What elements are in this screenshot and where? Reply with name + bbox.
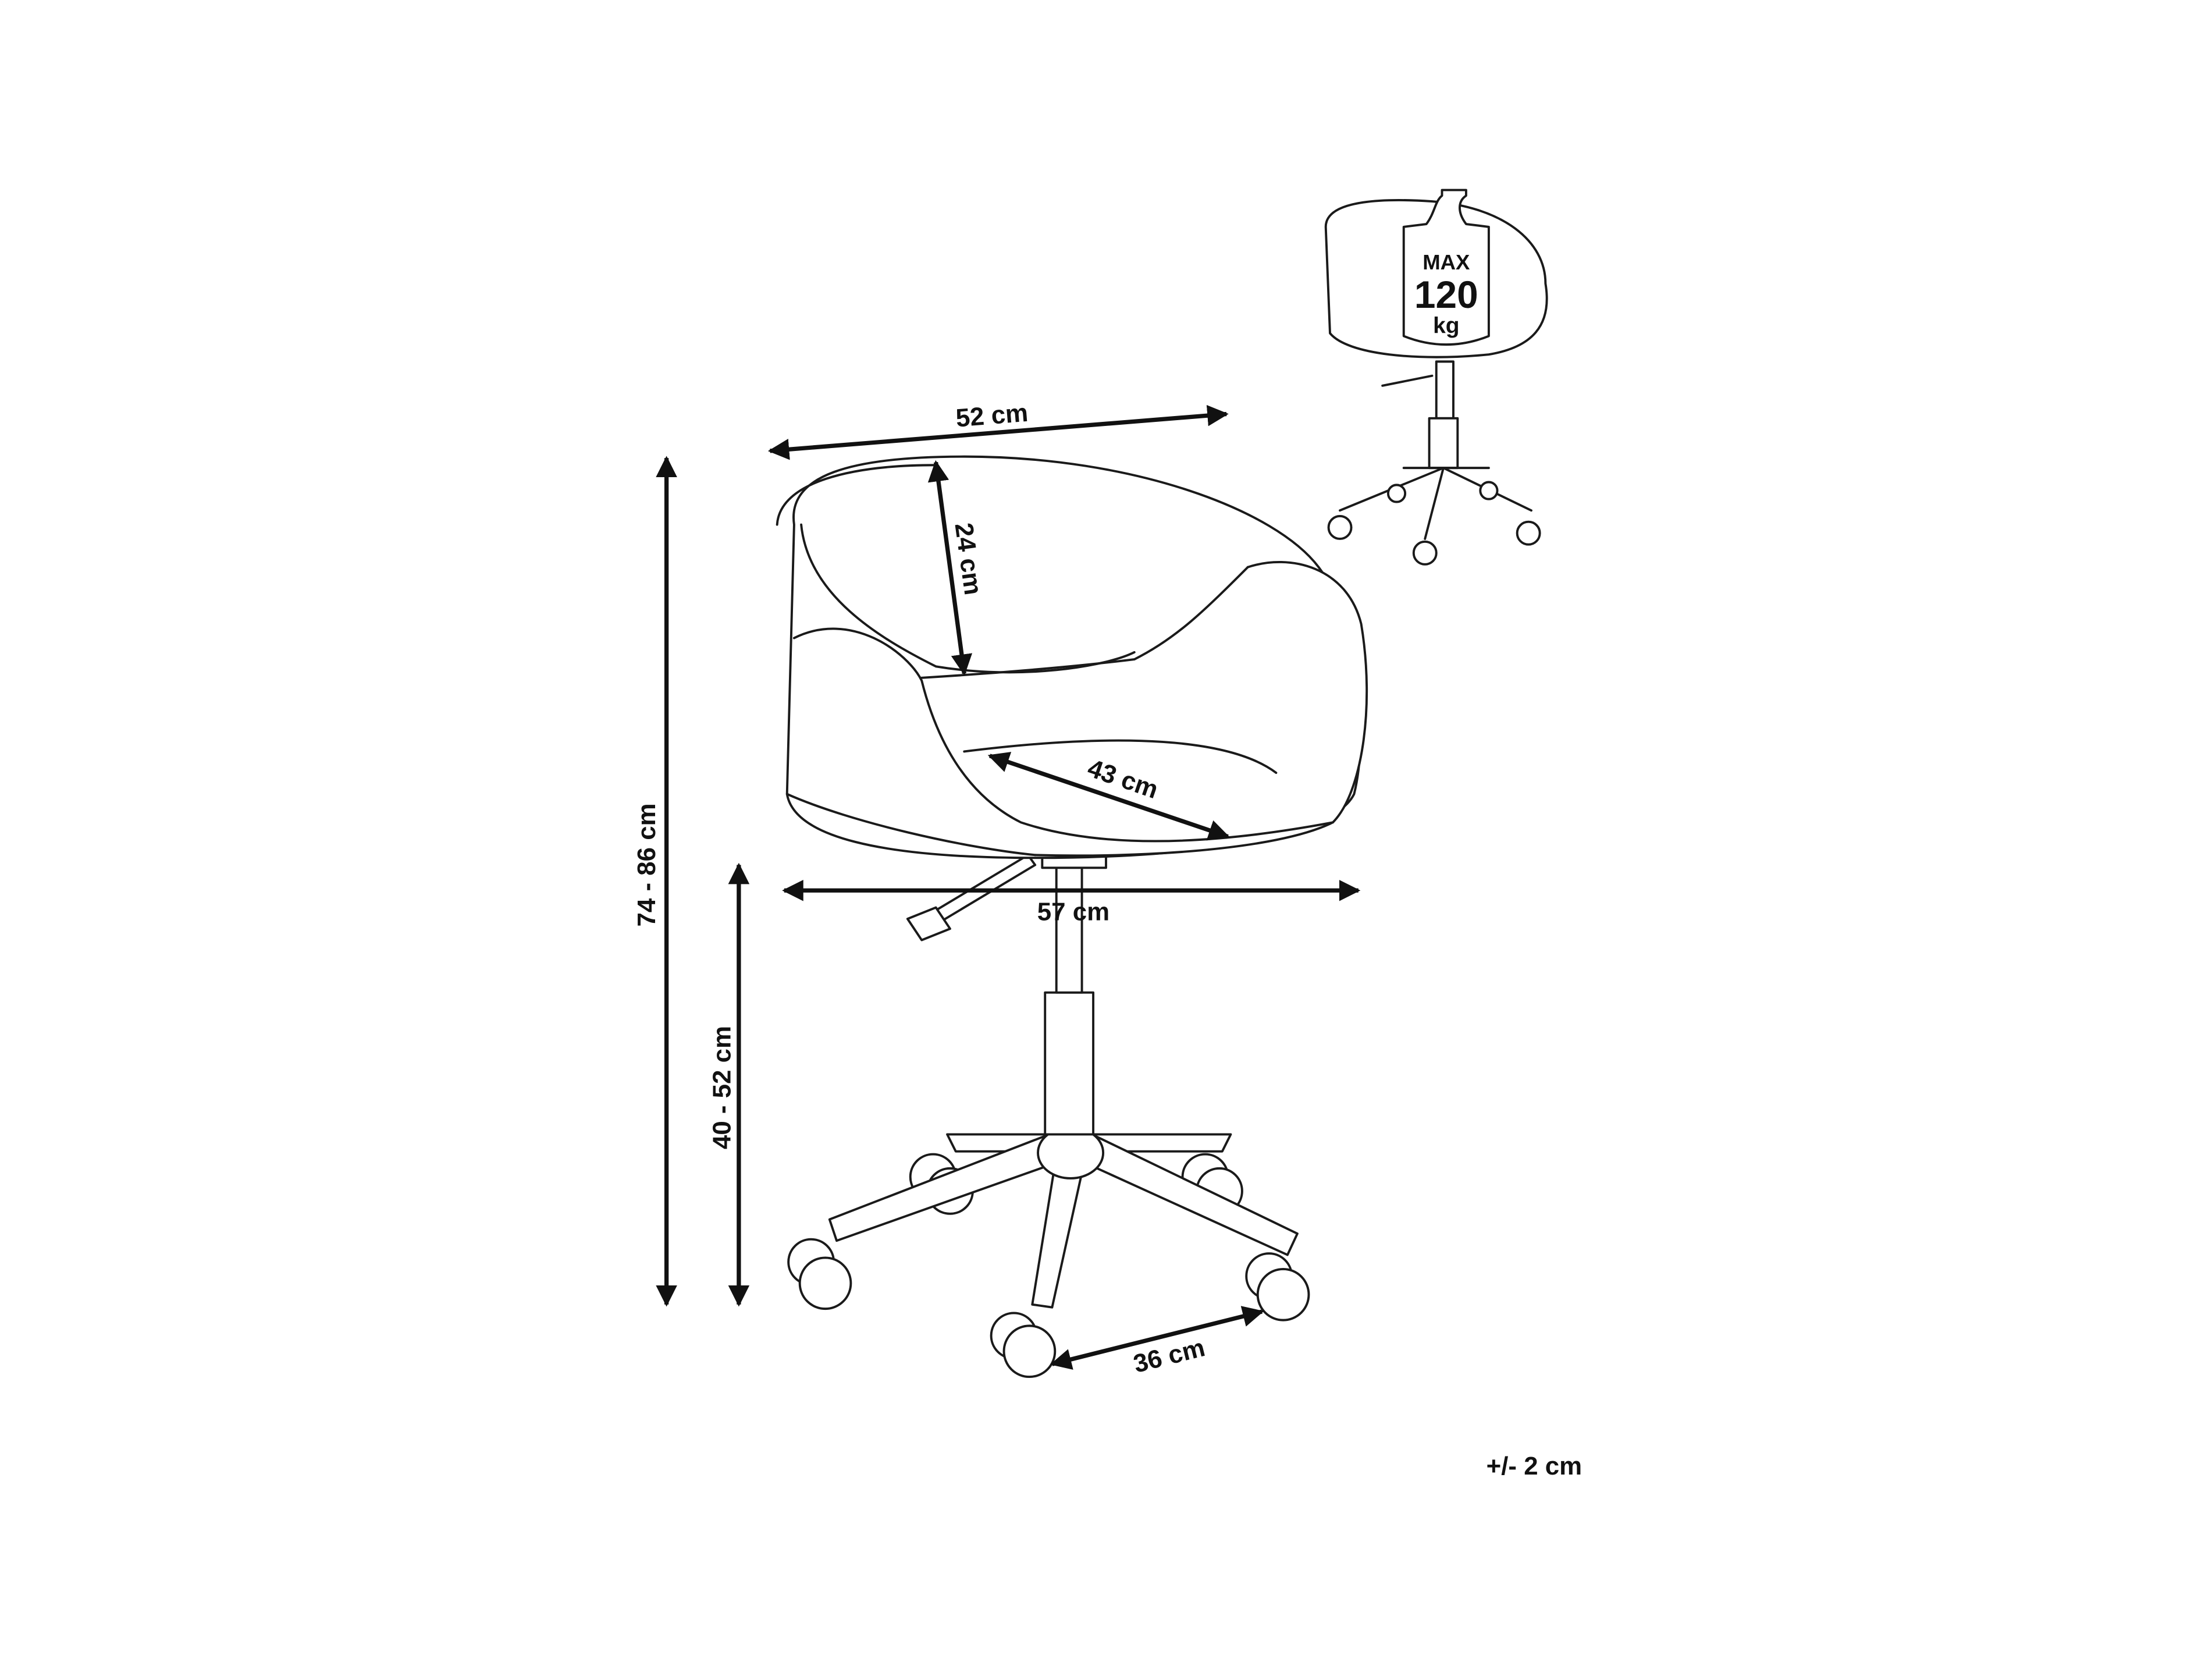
chair-base <box>787 850 1310 1379</box>
dimension-overall-width: 57 cm <box>782 880 1361 926</box>
total-height-label: 74 - 86 cm <box>632 803 661 926</box>
dimension-total-height: 74 - 86 cm <box>632 456 677 1307</box>
seat-height-label: 40 - 52 cm <box>707 1026 736 1149</box>
dimension-seat-height: 40 - 52 cm <box>707 862 750 1307</box>
tolerance-note: +/- 2 cm <box>1486 1452 1582 1480</box>
dimension-base-spacing: 36 cm <box>1050 1306 1264 1379</box>
weight-capacity-illustration: MAX 120 kg <box>1324 189 1548 566</box>
dimension-top-width: 52 cm <box>767 399 1229 460</box>
weight-value: 120 <box>1414 273 1478 316</box>
weight-max-label: MAX <box>1422 250 1470 274</box>
weight-badge-icon: MAX 120 kg <box>1402 189 1490 346</box>
weight-unit: kg <box>1433 314 1459 339</box>
overall-width-label: 57 cm <box>1037 897 1109 926</box>
chair-shell <box>776 455 1368 859</box>
top-width-label: 52 cm <box>955 399 1029 433</box>
